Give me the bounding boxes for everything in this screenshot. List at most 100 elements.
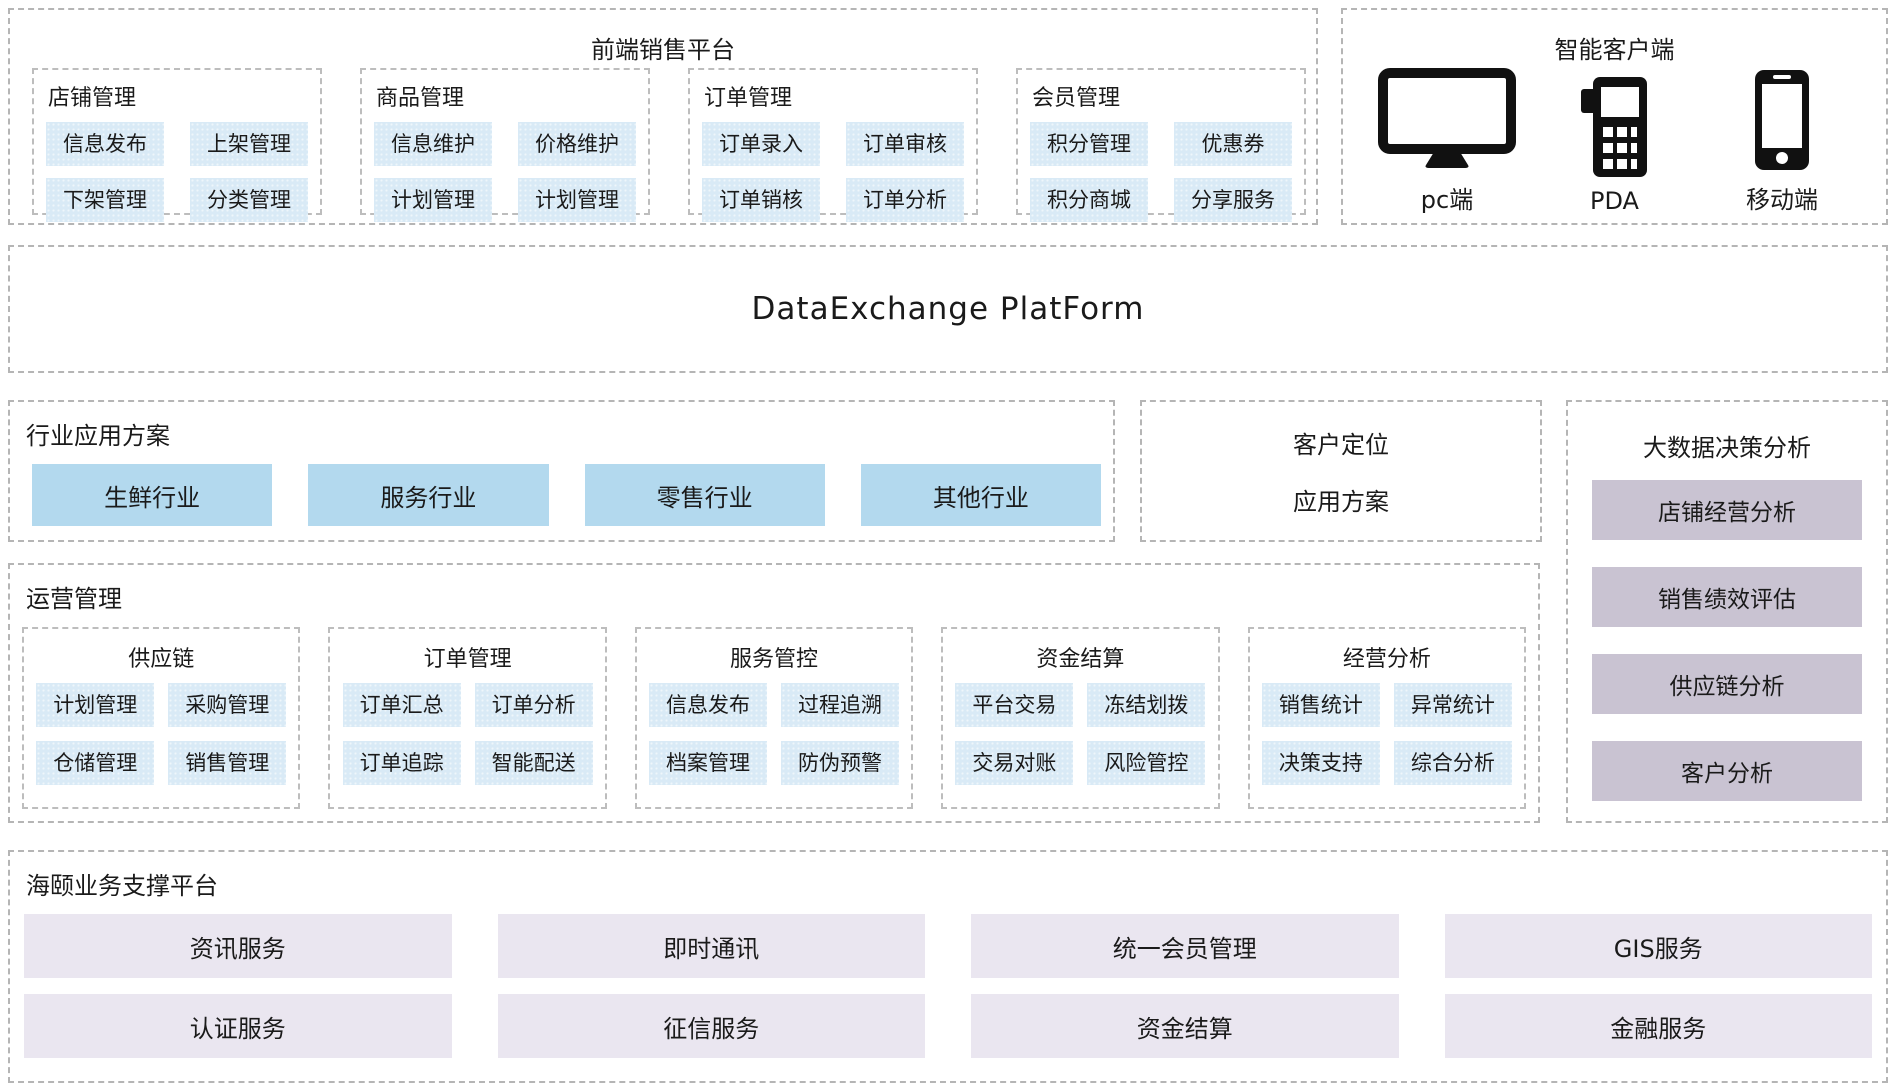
tag: 决策支持: [1261, 741, 1380, 785]
group-product-management: 商品管理 信息维护 价格维护 计划管理 计划管理: [360, 68, 650, 222]
device-pda: PDA: [1535, 75, 1695, 215]
support-platform-title: 海颐业务支撑平台: [26, 872, 218, 900]
tag-grid: 计划管理 采购管理 仓储管理 销售管理: [32, 683, 290, 785]
tag: 订单录入: [702, 122, 820, 166]
tag: 综合分析: [1393, 741, 1512, 785]
tag: 冻结划拨: [1087, 683, 1206, 727]
tag: 计划管理: [36, 683, 155, 727]
tag-grid: 订单汇总 订单分析 订单追踪 智能配送: [338, 683, 596, 785]
service-box: GIS服务: [1444, 914, 1872, 978]
tag: 订单审核: [846, 122, 964, 166]
tag: 平台交易: [955, 683, 1074, 727]
tag: 积分商城: [1030, 178, 1148, 222]
bigdata-boxes: 店铺经营分析 销售绩效评估 供应链分析 客户分析: [1592, 480, 1862, 801]
group-title: 订单管理: [423, 647, 512, 672]
device-label: PDA: [1590, 187, 1639, 215]
tag: 交易对账: [955, 741, 1074, 785]
group-title: 服务管控: [730, 647, 819, 672]
device-label: pc端: [1420, 186, 1474, 214]
analysis-box: 销售绩效评估: [1592, 567, 1862, 627]
industry-box: 零售行业: [584, 464, 825, 526]
tag: 风险管控: [1087, 741, 1206, 785]
monitor-icon: [1378, 68, 1516, 172]
tag: 订单分析: [846, 178, 964, 222]
group-title: 店铺管理: [48, 86, 137, 111]
tag: 智能配送: [474, 741, 593, 785]
group-title: 经营分析: [1342, 647, 1431, 672]
industry-box: 其他行业: [860, 464, 1101, 526]
tag: 订单汇总: [342, 683, 461, 727]
frontend-groups: 店铺管理 信息发布 上架管理 下架管理 分类管理 商品管理 信息维护 价格维护 …: [32, 68, 1306, 222]
tag: 仓储管理: [36, 741, 155, 785]
group-fund-settlement: 资金结算 平台交易 冻结划拨 交易对账 风险管控: [941, 627, 1220, 809]
analysis-box: 供应链分析: [1592, 654, 1862, 714]
frontend-sales-platform-panel: 前端销售平台 店铺管理 信息发布 上架管理 下架管理 分类管理 商品管理 信息维…: [8, 8, 1318, 225]
smart-client-title: 智能客户端: [1554, 36, 1675, 64]
group-title: 供应链: [128, 647, 195, 672]
service-box: 征信服务: [497, 994, 925, 1058]
frontend-platform-title: 前端销售平台: [591, 36, 735, 64]
group-title: 商品管理: [376, 86, 465, 111]
smart-client-panel: 智能客户端 pc端: [1341, 8, 1888, 225]
tag-grid: 平台交易 冻结划拨 交易对账 风险管控: [951, 683, 1209, 785]
operations-management-panel: 运营管理 供应链 计划管理 采购管理 仓储管理 销售管理 订单管理 订单汇总 订…: [8, 563, 1540, 823]
mobile-icon: [1753, 68, 1811, 172]
analysis-box: 客户分析: [1592, 741, 1862, 801]
tag: 采购管理: [168, 683, 287, 727]
pda-icon: [1579, 75, 1651, 179]
device-label: 移动端: [1746, 186, 1818, 214]
group-title: 订单管理: [704, 86, 793, 111]
tag: 计划管理: [374, 178, 492, 222]
group-title: 资金结算: [1036, 647, 1125, 672]
tag: 订单销核: [702, 178, 820, 222]
group-service-control: 服务管控 信息发布 过程追溯 档案管理 防伪预警: [634, 627, 914, 809]
industry-box: 生鲜行业: [32, 464, 273, 526]
tag: 信息发布: [649, 683, 768, 727]
tag: 价格维护: [518, 122, 636, 166]
bigdata-title: 大数据决策分析: [1643, 434, 1811, 462]
device-mobile: 移动端: [1702, 68, 1862, 215]
industry-box: 服务行业: [308, 464, 549, 526]
tag: 分享服务: [1174, 178, 1292, 222]
support-services-grid: 资讯服务 即时通讯 统一会员管理 GIS服务 认证服务 征信服务 资金结算 金融…: [24, 914, 1872, 1058]
analysis-box: 店铺经营分析: [1592, 480, 1862, 540]
service-box: 统一会员管理: [971, 914, 1399, 978]
support-platform-panel: 海颐业务支撑平台 资讯服务 即时通讯 统一会员管理 GIS服务 认证服务 征信服…: [8, 850, 1888, 1083]
tag: 档案管理: [649, 741, 768, 785]
tag: 优惠券: [1174, 122, 1292, 166]
tag: 订单追踪: [342, 741, 461, 785]
service-box: 资讯服务: [24, 914, 452, 978]
group-ops-order-management: 订单管理 订单汇总 订单分析 订单追踪 智能配送: [328, 627, 607, 809]
service-box: 认证服务: [24, 994, 452, 1058]
tag: 计划管理: [518, 178, 636, 222]
tag: 防伪预警: [781, 741, 900, 785]
operations-groups: 供应链 计划管理 采购管理 仓储管理 销售管理 订单管理 订单汇总 订单分析 订…: [22, 627, 1527, 809]
group-title: 会员管理: [1032, 86, 1121, 111]
tag: 销售统计: [1261, 683, 1380, 727]
tag: 销售管理: [168, 741, 287, 785]
tag-grid: 订单录入 订单审核 订单销核 订单分析: [702, 122, 964, 222]
tag-grid: 信息发布 过程追溯 档案管理 防伪预警: [645, 683, 903, 785]
customer-positioning-line2: 应用方案: [1293, 488, 1389, 516]
tag-grid: 信息维护 价格维护 计划管理 计划管理: [374, 122, 636, 222]
tag: 信息发布: [46, 122, 164, 166]
tag-grid: 销售统计 异常统计 决策支持 综合分析: [1258, 683, 1516, 785]
tag: 订单分析: [474, 683, 593, 727]
group-supply-chain: 供应链 计划管理 采购管理 仓储管理 销售管理: [22, 627, 301, 809]
customer-positioning-panel: 客户定位 应用方案: [1140, 400, 1542, 542]
service-box: 金融服务: [1444, 994, 1872, 1058]
tag: 分类管理: [190, 178, 308, 222]
industry-title: 行业应用方案: [26, 422, 170, 450]
service-box: 即时通讯: [497, 914, 925, 978]
industry-boxes: 生鲜行业 服务行业 零售行业 其他行业: [32, 464, 1101, 526]
data-exchange-platform-band: DataExchange PlatForm: [8, 245, 1888, 373]
tag: 过程追溯: [781, 683, 900, 727]
group-store-management: 店铺管理 信息发布 上架管理 下架管理 分类管理: [32, 68, 322, 222]
band-title: DataExchange PlatForm: [751, 291, 1145, 327]
operations-title: 运营管理: [26, 585, 122, 613]
tag: 信息维护: [374, 122, 492, 166]
tag: 积分管理: [1030, 122, 1148, 166]
device-pc: pc端: [1367, 68, 1527, 215]
tag: 下架管理: [46, 178, 164, 222]
